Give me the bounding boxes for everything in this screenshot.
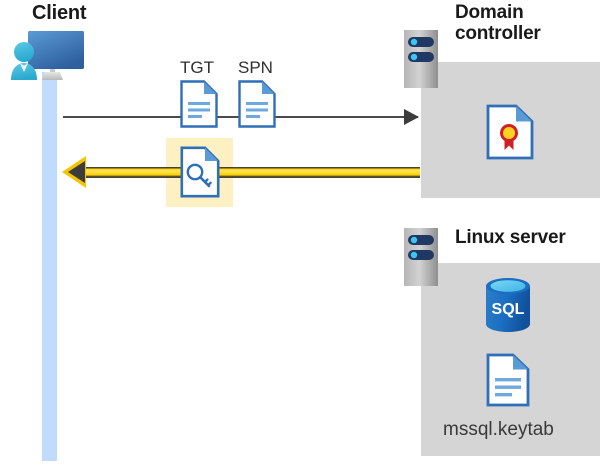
keytab-filename-label: mssql.keytab xyxy=(443,419,554,440)
response-connector-line xyxy=(82,167,420,178)
key-document-icon xyxy=(180,146,220,203)
linux-server-rack-icon xyxy=(404,228,438,291)
tgt-label: TGT xyxy=(180,58,214,77)
request-arrowhead-icon xyxy=(404,109,419,125)
domain-controller-server-rack-icon xyxy=(404,30,438,93)
response-arrowhead-icon xyxy=(68,161,85,183)
keytab-document-icon xyxy=(486,353,530,412)
sql-database-icon: SQL xyxy=(482,277,534,338)
spn-label: SPN xyxy=(238,58,273,77)
domain-controller-title: Domain controller xyxy=(455,2,541,45)
linux-server-title: Linux server xyxy=(455,227,566,248)
spn-document-icon xyxy=(238,80,276,133)
certificate-document-icon xyxy=(486,104,534,165)
svg-text:SQL: SQL xyxy=(492,301,525,318)
client-lifeline xyxy=(42,72,57,461)
user-workstation-icon xyxy=(6,28,96,88)
client-title: Client xyxy=(32,2,87,24)
tgt-document-icon xyxy=(180,80,218,133)
